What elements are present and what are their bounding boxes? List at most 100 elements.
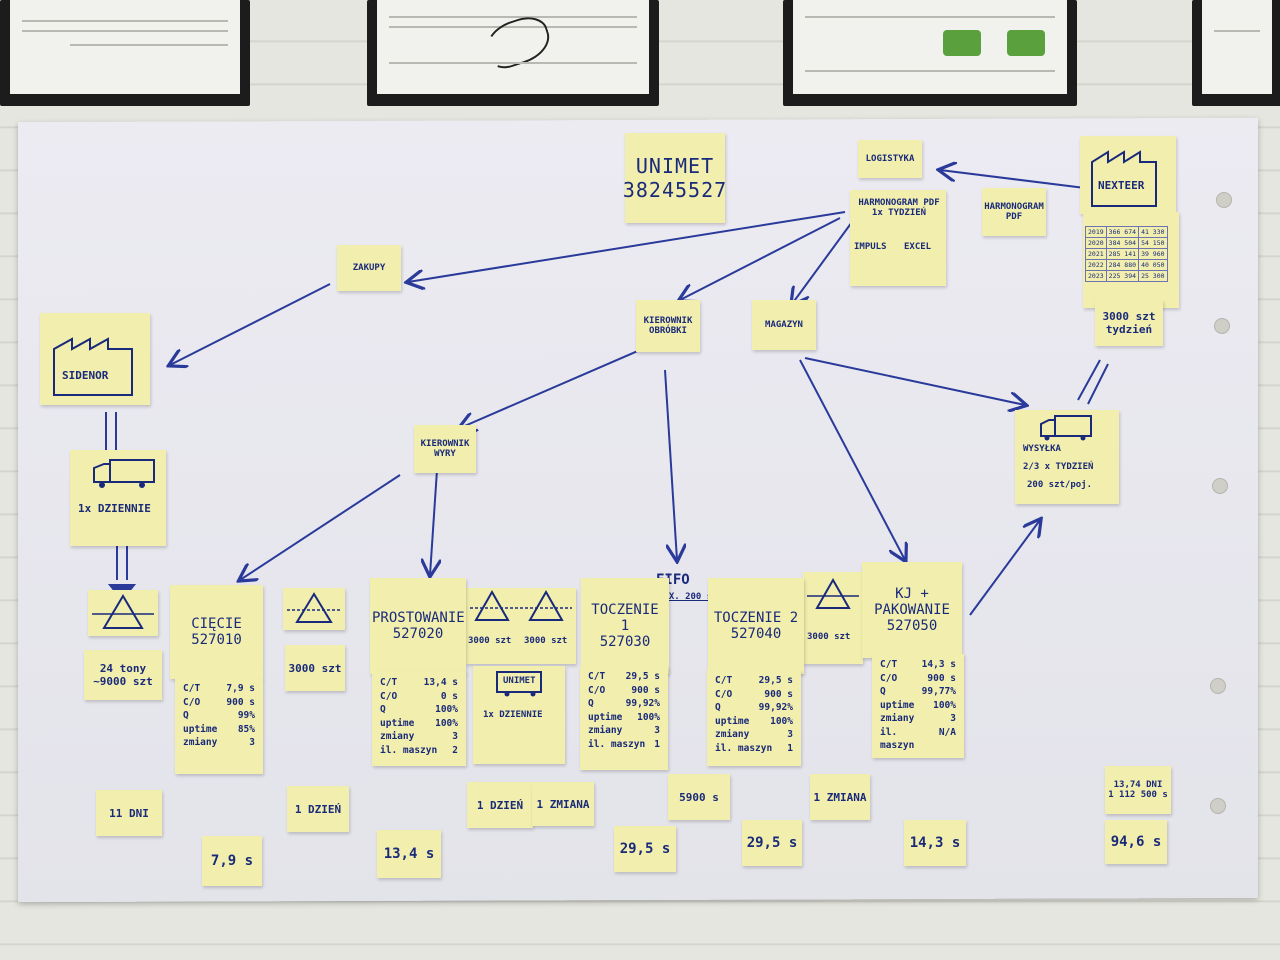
- metric-label: zmiany: [715, 728, 749, 742]
- process-metric-row: il. maszynN/A: [880, 726, 956, 753]
- metric-label: il. maszyn: [715, 742, 772, 756]
- metric-value: 2: [452, 744, 458, 758]
- process-metric-row: il. maszyn 1: [715, 742, 793, 756]
- metric-label: Q: [715, 701, 721, 715]
- machining-manager-label: KIEROWNIK OBRÓBKI: [638, 316, 698, 336]
- customer-note: NEXTEER: [1080, 136, 1176, 214]
- process-metric-row: il. maszyn 2: [380, 744, 458, 758]
- metric-value: N/A: [939, 726, 956, 753]
- total-seconds: 1 112 500 s: [1108, 790, 1168, 800]
- inventory-straight-note: 3000 szt 3000 szt: [466, 588, 576, 664]
- cutting-manager-note: KIEROWNIK WYRY: [414, 425, 476, 473]
- process-metric-row: C/T29,5 s: [715, 674, 793, 688]
- customer-table-cell: 2023: [1086, 271, 1107, 282]
- metric-value: 100%: [435, 703, 458, 717]
- metric-label: C/O: [380, 690, 397, 704]
- customer-table-cell: 2021: [1086, 249, 1107, 260]
- lead-time-note: 1 DZIEŃ: [287, 786, 349, 832]
- customer-table-cell: 41 330: [1139, 227, 1167, 238]
- metric-value: 3: [787, 728, 793, 742]
- schedule-label: HARMONOGRAM PDF 1x TYDZIEŃ: [856, 198, 942, 218]
- metric-value: 1: [787, 742, 793, 756]
- supplier-number-note: UNIMET 38245527: [625, 133, 725, 223]
- logistics-label: LOGISTYKA: [866, 154, 915, 164]
- customer-stock-label: 3000 szt tydzień: [1097, 310, 1161, 336]
- metric-label: zmiany: [880, 712, 914, 726]
- lead-time-value: 1 DZIEŃ: [295, 803, 341, 816]
- process-code: 527020: [393, 626, 444, 642]
- customer-table-cell: 285 141: [1106, 249, 1138, 260]
- lead-time-value: 1 ZMIANA: [814, 791, 867, 804]
- process-data-box: C/T14,3 sC/O900 sQ99,77%uptime100%zmiany…: [872, 654, 964, 758]
- inventory-cut-qty-note: 3000 szt: [285, 645, 345, 691]
- customer-table-cell: 25 300: [1139, 271, 1167, 282]
- metric-value: 29,5 s: [759, 674, 793, 688]
- warehouse-label: MAGAZYN: [765, 320, 803, 330]
- metric-value: 3: [452, 730, 458, 744]
- inventory-triangle-icon: [88, 590, 158, 636]
- process-name: KJ + PAKOWANIE: [864, 586, 960, 618]
- purchasing-label: ZAKUPY: [353, 263, 386, 273]
- customer-schedule-note: HARMONOGRAM PDF: [982, 188, 1046, 236]
- process-metric-row: il. maszyn1: [588, 738, 660, 752]
- metric-label: zmiany: [588, 724, 622, 738]
- warehouse-note: MAGAZYN: [752, 300, 816, 350]
- customer-table-cell: 366 674: [1106, 227, 1138, 238]
- metric-label: C/O: [880, 672, 897, 686]
- inventory-turn-qty: 3000 szt: [807, 632, 850, 642]
- process-metric-row: zmiany 3: [715, 728, 793, 742]
- excel-label: EXCEL: [904, 242, 931, 252]
- metric-label: il. maszyn: [380, 744, 437, 758]
- total-lead-time-note: 13,74 DNI 1 112 500 s: [1105, 766, 1171, 814]
- metric-label: C/O: [715, 688, 732, 702]
- process-data-box: C/T7,9 sC/O900 sQ99%uptime85%zmiany3: [175, 678, 263, 774]
- total-cycle-time: 94,6 s: [1111, 834, 1162, 850]
- metric-value: 14,3 s: [922, 658, 956, 672]
- lead-time-note: 1 DZIEŃ: [467, 782, 533, 828]
- metric-label: C/O: [183, 696, 200, 710]
- delivery-frequency: 1x DZIENNIE: [78, 502, 151, 515]
- metric-label: Q: [380, 703, 386, 717]
- metric-value: 13,4 s: [424, 676, 458, 690]
- lead-time-value: 1 DZIEŃ: [477, 799, 523, 812]
- metric-value: 3: [950, 712, 956, 726]
- inventory-raw-pieces: ~9000 szt: [93, 675, 153, 688]
- factory-icon: [1080, 136, 1176, 214]
- customer-table-cell: 384 504: [1106, 238, 1138, 249]
- inventory-straight-qty-1: 3000 szt: [468, 636, 511, 646]
- truck-icon: [70, 450, 166, 500]
- customer-table-cell: 2019: [1086, 227, 1107, 238]
- customer-stock-note: 3000 szt tydzień: [1095, 300, 1163, 346]
- process-name: PROSTOWANIE: [372, 610, 464, 626]
- metric-value: 3: [654, 724, 660, 738]
- metric-value: 99,92%: [626, 697, 660, 711]
- customer-table-cell: 225 394: [1106, 271, 1138, 282]
- metric-label: zmiany: [380, 730, 414, 744]
- process-box: TOCZENIE 2527040: [708, 578, 804, 674]
- shipping-quantity: 200 szt/poj.: [1027, 480, 1092, 490]
- inventory-turn-note: 3000 szt: [803, 572, 863, 664]
- metric-label: uptime: [880, 699, 914, 713]
- unimet-transport-label: UNIMET: [503, 676, 536, 686]
- customer-schedule-label: HARMONOGRAM PDF: [984, 202, 1044, 222]
- impuls-label: IMPULS: [854, 242, 887, 252]
- metric-value: 29,5 s: [626, 670, 660, 684]
- metric-label: Q: [183, 709, 189, 723]
- metric-value: 100%: [933, 699, 956, 713]
- inventory-raw-tons: 24 tony: [100, 662, 146, 675]
- cycle-time-value: 29,5 s: [747, 835, 798, 851]
- metric-value: 900 s: [927, 672, 956, 686]
- process-metric-row: C/O0 s: [380, 690, 458, 704]
- customer-table-row: 2019366 67441 330: [1086, 227, 1168, 238]
- customer-table-cell: 40 050: [1139, 260, 1167, 271]
- cycle-time-note: 7,9 s: [202, 836, 262, 886]
